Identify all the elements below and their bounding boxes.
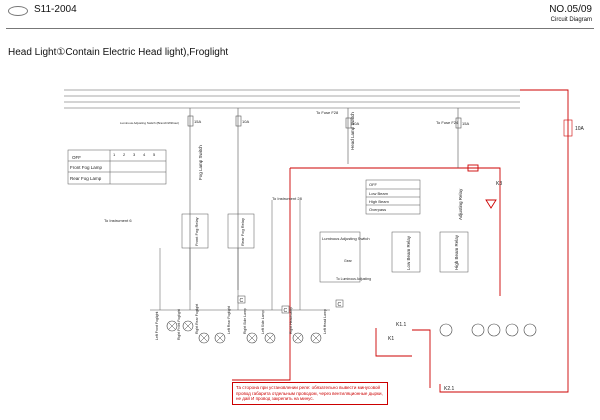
diode-symbol [485, 199, 497, 209]
head-lamp-switch-label: Head Lamp Switch [350, 112, 355, 150]
lamp-head-right-c [505, 323, 519, 337]
lamp-cross-3 [200, 334, 208, 342]
fuse-10a-a-label: 10A [242, 119, 249, 124]
fog-table-row-off: OFF [72, 155, 81, 160]
to-fuse-f28-label: To Fuse F28 [316, 110, 339, 115]
lamp-cross-7 [294, 334, 302, 342]
lamp-label-6: Left Side Lamp [261, 310, 265, 334]
red-wire-left-drop [232, 168, 291, 381]
fog-switch-table [67, 149, 167, 185]
k1-label: K1 [388, 336, 394, 342]
ground-c-2: C [284, 308, 288, 314]
lamp-cross-1 [168, 322, 176, 330]
lamp-row [166, 320, 537, 344]
light-table-overpass: Overpass [369, 207, 386, 212]
luminous-switch-top-label: Luminous Adjusting Switch (Branch/Withou… [120, 121, 179, 125]
k3-label: K3 [496, 181, 502, 187]
ground-marker-2 [281, 305, 290, 314]
fog-switch-table-frame [67, 149, 167, 185]
lamp-label-7: Right Head Lamp [289, 307, 293, 334]
header-divider [6, 28, 594, 29]
fuse-10a-red-label: 10A [575, 126, 585, 132]
fog-relay-b [227, 213, 255, 249]
relay-group [181, 213, 469, 283]
lamp-head-right-a [471, 323, 485, 337]
ground-marker-3 [335, 299, 344, 308]
gear-label: Gear [344, 259, 353, 263]
ground-markers [237, 295, 344, 314]
model-label: S11-2004 [34, 4, 77, 15]
fog-relay-a [181, 213, 209, 249]
power-bus [64, 89, 520, 109]
lamp-head-left [439, 323, 453, 337]
fuse-10a-a [235, 115, 242, 127]
lamp-cross-6 [266, 334, 274, 342]
fuse-15a [187, 115, 194, 127]
lamp-label-3: Right Rear Foglight [195, 304, 199, 334]
red-annotation-note: Та сторона при установлении реле: обязат… [232, 382, 388, 405]
k1-1-label: K1.1 [396, 322, 407, 328]
lamp-label-4: Left Rear Foglight [227, 306, 231, 334]
page-number: NO.05/09 [549, 4, 592, 15]
adjusting-relay-label: Adjusting Relay [458, 188, 463, 220]
fog-table-col-3: 3 [133, 152, 136, 157]
k2-1-label: K2.1 [444, 386, 455, 392]
fog-table-row-rear: Rear Fog Lamp [70, 176, 102, 181]
fog-table-col-2: 2 [123, 152, 126, 157]
brand-logo-icon [8, 6, 28, 16]
to-fuse-f24-label: To Fuse F24 [436, 120, 459, 125]
ground-c-3: C [338, 302, 342, 308]
to-instrument-6-label: To Instrument 6 [104, 218, 132, 223]
ground-marker-1 [237, 295, 246, 304]
red-wire-right-loop [439, 89, 569, 393]
to-instrument-28-label: To Instrument 28 [272, 196, 303, 201]
lamp-label-1: Left Front Foglight [155, 312, 159, 340]
lamp-cross-8 [312, 334, 320, 342]
light-table-off: OFF [369, 182, 378, 187]
fuse-15a-b [455, 117, 462, 129]
red-wire-k2 [412, 329, 431, 388]
page-title: Head Light①Contain Electric Head light),… [8, 47, 229, 58]
red-wire-k1 [375, 328, 412, 357]
fuse-15a-b-label: 15A [462, 121, 469, 126]
light-switch-table [365, 179, 421, 215]
lamp-head-right-d [523, 323, 537, 337]
fog-table-col-1: 1 [113, 152, 116, 157]
lamp-label-5: Right Side Lamp [243, 308, 247, 334]
lamp-cross-2 [184, 322, 192, 330]
fuse-10a-red [563, 119, 573, 137]
ground-c-1: C [240, 298, 244, 304]
low-beam-relay-box [391, 231, 421, 273]
high-beam-relay-label: High Beam Relay [454, 234, 459, 270]
fog-lamp-switch-label: Fog Lamp Switch [198, 145, 203, 180]
rear-fog-relay-label: Rear Fog Relay [240, 218, 245, 246]
to-luminous-note: To Luminous Adjusting [336, 277, 371, 281]
high-beam-relay-box [439, 231, 469, 273]
fuse-10a-b [345, 117, 352, 129]
lamp-label-2: Right Front Foglight [177, 309, 181, 340]
light-table-high-beam: High Beam [369, 199, 389, 204]
lamp-crosses [168, 322, 320, 342]
lamp-cross-4 [216, 334, 224, 342]
k3-relay-box [467, 164, 479, 172]
low-beam-relay-label: Low Beam Relay [406, 235, 411, 270]
fuse-10a-b-label: 10A [352, 121, 359, 126]
lamp-label-8: Left Head Lamp [323, 309, 327, 334]
fog-table-col-5: 5 [153, 152, 156, 157]
red-wire-k3-branch [290, 167, 501, 296]
fog-table-row-front: Front Fog Lamp [70, 165, 103, 170]
front-fog-relay-label: Front Fog Relay [194, 217, 199, 246]
luminous-switch-box [319, 231, 361, 283]
lamp-feed-wires [150, 200, 330, 311]
lamp-head-right-b [487, 323, 501, 337]
diagram-subtitle: Circuit Diagram [550, 17, 592, 23]
red-modified-circuit [232, 89, 569, 393]
luminous-switch-label: Luminous Adjusting Switch [322, 236, 370, 241]
fuse-15a-label: 15A [194, 119, 201, 124]
fog-table-col-4: 4 [143, 152, 146, 157]
lamp-cross-5 [248, 334, 256, 342]
light-table-low-beam: Low Beam [369, 191, 389, 196]
